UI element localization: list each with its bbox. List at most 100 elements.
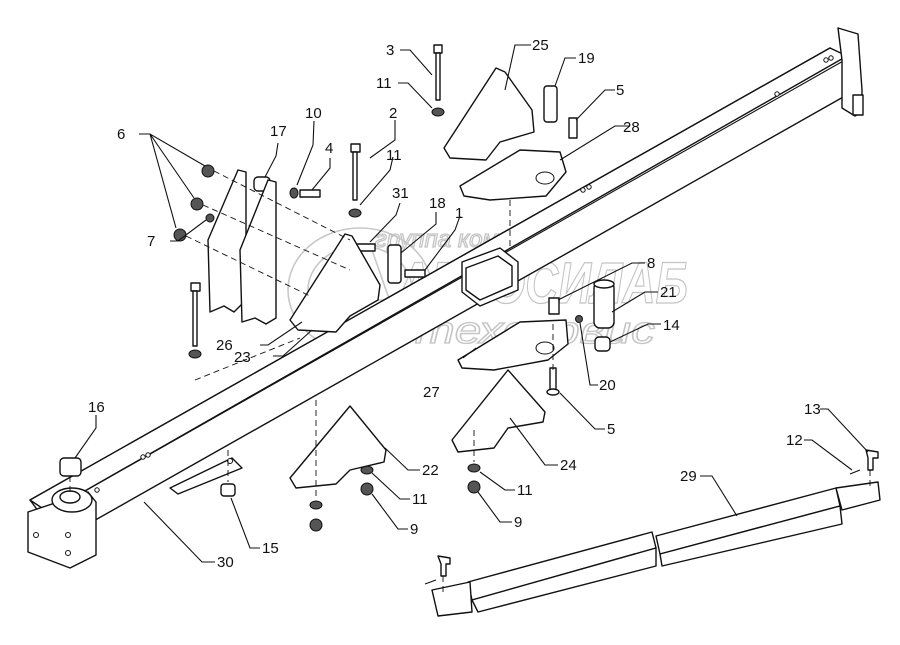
assembly-lines — [69, 170, 871, 592]
bracket-22 — [289, 405, 387, 489]
callout-16: 16 — [88, 399, 105, 416]
callout-15: 15 — [262, 540, 279, 557]
leader-9a — [371, 493, 408, 530]
nut-small — [575, 315, 583, 323]
washer — [289, 187, 299, 199]
bolt-head — [433, 44, 443, 54]
bracket-23 — [289, 233, 381, 333]
leader-5b — [559, 392, 605, 430]
nut — [190, 197, 204, 211]
callout-9: 9 — [410, 521, 418, 538]
washer — [431, 107, 445, 117]
boom-top-face — [29, 47, 848, 513]
main-boom — [27, 27, 864, 569]
leader-25 — [504, 44, 531, 91]
leader-19 — [554, 57, 576, 87]
leader-13 — [820, 408, 869, 453]
bolt-shank — [299, 189, 321, 198]
leader-4 — [311, 158, 331, 191]
leader-11b — [359, 156, 394, 206]
washer — [188, 349, 202, 359]
rod-clevis-right — [835, 481, 881, 511]
callout-9: 9 — [514, 514, 522, 531]
bolt-head — [350, 143, 361, 153]
boom-gusset — [169, 457, 243, 495]
callout-5: 5 — [607, 421, 615, 438]
callout-17: 17 — [270, 123, 287, 140]
nut — [201, 164, 215, 178]
cap — [594, 336, 611, 352]
rod-clevis-left — [431, 581, 473, 617]
boom-hole — [580, 187, 586, 193]
bracket-25 — [443, 67, 535, 161]
leader-24 — [509, 417, 558, 466]
sleeve — [387, 244, 402, 284]
callout-5: 5 — [616, 82, 624, 99]
plate-bore — [535, 171, 555, 185]
bolt-shank — [352, 151, 358, 201]
boom-hole — [823, 57, 829, 63]
spring-12-left — [424, 579, 437, 585]
callout-24: 24 — [560, 457, 577, 474]
boom-hole — [145, 452, 151, 458]
callout-8: 8 — [647, 255, 655, 272]
leader-9b — [477, 491, 512, 523]
leader-lines — [74, 44, 869, 563]
boom-hole — [94, 487, 100, 493]
callout-11: 11 — [376, 75, 392, 92]
callout-19: 19 — [578, 50, 595, 67]
callout-29: 29 — [680, 468, 697, 485]
leader-21 — [611, 291, 658, 313]
leader-8 — [557, 262, 645, 301]
leader-28 — [559, 125, 630, 161]
callout-4: 4 — [325, 140, 333, 157]
callout-27: 27 — [423, 384, 440, 401]
nut — [220, 483, 236, 497]
hardware — [59, 44, 615, 532]
pin-13-right — [865, 449, 879, 471]
leader-2 — [369, 120, 396, 159]
callout-13: 13 — [804, 401, 821, 418]
nut — [360, 482, 374, 496]
leader-31 — [369, 202, 401, 243]
plate-26a — [207, 169, 247, 313]
cap — [59, 457, 82, 477]
rod-outer-side — [471, 547, 657, 613]
nut — [467, 480, 481, 494]
leader-11a — [398, 82, 433, 109]
callout-12: 12 — [786, 432, 803, 449]
boom-hole — [586, 184, 592, 190]
bolt-head — [546, 388, 560, 396]
leader-18 — [400, 212, 437, 254]
callout-30: 30 — [217, 554, 234, 571]
gusset-hole — [227, 458, 233, 464]
callout-14: 14 — [663, 317, 680, 334]
callout-20: 20 — [599, 377, 616, 394]
callout-28: 28 — [623, 119, 640, 136]
nut — [309, 518, 323, 532]
spring-12-right — [849, 469, 861, 475]
bolt-shank — [435, 52, 441, 101]
leader-12 — [804, 439, 853, 471]
bolt — [549, 367, 557, 391]
callout-labels: 3 11 2 11 4 10 17 6 7 31 18 1 25 19 5 28… — [88, 37, 821, 571]
callout-10: 10 — [305, 105, 322, 122]
callout-1: 1 — [455, 205, 463, 222]
leader-11c — [479, 471, 515, 491]
callout-11: 11 — [517, 482, 533, 499]
leader-15 — [230, 497, 260, 549]
callout-18: 18 — [429, 195, 446, 212]
leader-23 — [273, 329, 313, 357]
assembly-line — [213, 170, 351, 241]
washer — [348, 208, 362, 218]
boom-end-tab — [852, 94, 864, 116]
boom-hole — [828, 55, 834, 61]
callout-6: 6 — [117, 126, 125, 143]
callout-25: 25 — [532, 37, 549, 54]
pivot-bore — [59, 490, 81, 504]
bolt-head — [190, 282, 201, 292]
plate-27 — [457, 319, 569, 371]
leader-27 — [462, 347, 477, 359]
callout-3: 3 — [386, 42, 394, 59]
